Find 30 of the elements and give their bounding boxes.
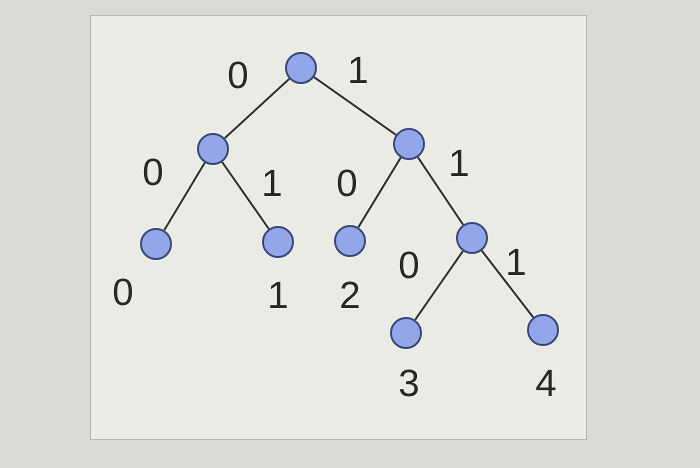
connector-line [417, 156, 464, 226]
tree-node-circle [390, 317, 422, 349]
connector-line [357, 157, 402, 228]
edge-label: 0 [227, 56, 249, 96]
edge-label: 1 [347, 51, 369, 91]
connector-line [414, 250, 464, 320]
tree-node-circle [334, 225, 366, 257]
leaf-value: 1 [267, 276, 289, 316]
edge-label: 1 [261, 164, 283, 204]
connector-line [221, 162, 270, 230]
connector-line [314, 76, 396, 136]
edge-label: 0 [398, 246, 420, 286]
edge-label: 0 [142, 153, 164, 193]
edge-label: 0 [336, 164, 358, 204]
leaf-value: 2 [339, 276, 361, 316]
leaf-value: 3 [398, 364, 420, 404]
tree-node-circle [456, 222, 488, 254]
tree-node-circle [285, 52, 317, 84]
edge-label: 1 [505, 243, 527, 283]
edge-label: 1 [448, 144, 470, 184]
tree-node-circle [140, 228, 172, 260]
connector-line [163, 162, 206, 231]
tree-node-circle [262, 226, 294, 258]
tree-node-circle [527, 314, 559, 346]
tree-node-circle [197, 133, 229, 165]
tree-node-circle [393, 128, 425, 160]
leaf-value: 4 [535, 364, 557, 404]
leaf-value: 0 [112, 273, 134, 313]
connector-line [224, 78, 290, 139]
connector-line [480, 250, 534, 318]
